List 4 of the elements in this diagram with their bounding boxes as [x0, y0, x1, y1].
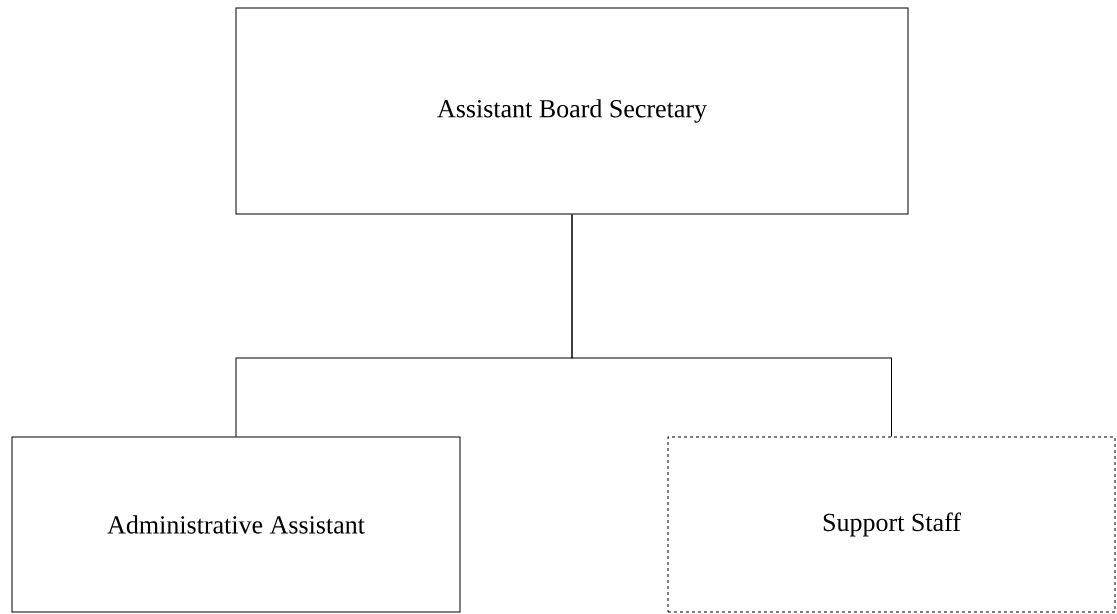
org-box: Support Staff — [667, 436, 1116, 613]
org-box: Administrative Assistant — [11, 436, 461, 613]
org-box: Assistant Board Secretary — [235, 7, 909, 215]
connector-line — [571, 214, 892, 437]
